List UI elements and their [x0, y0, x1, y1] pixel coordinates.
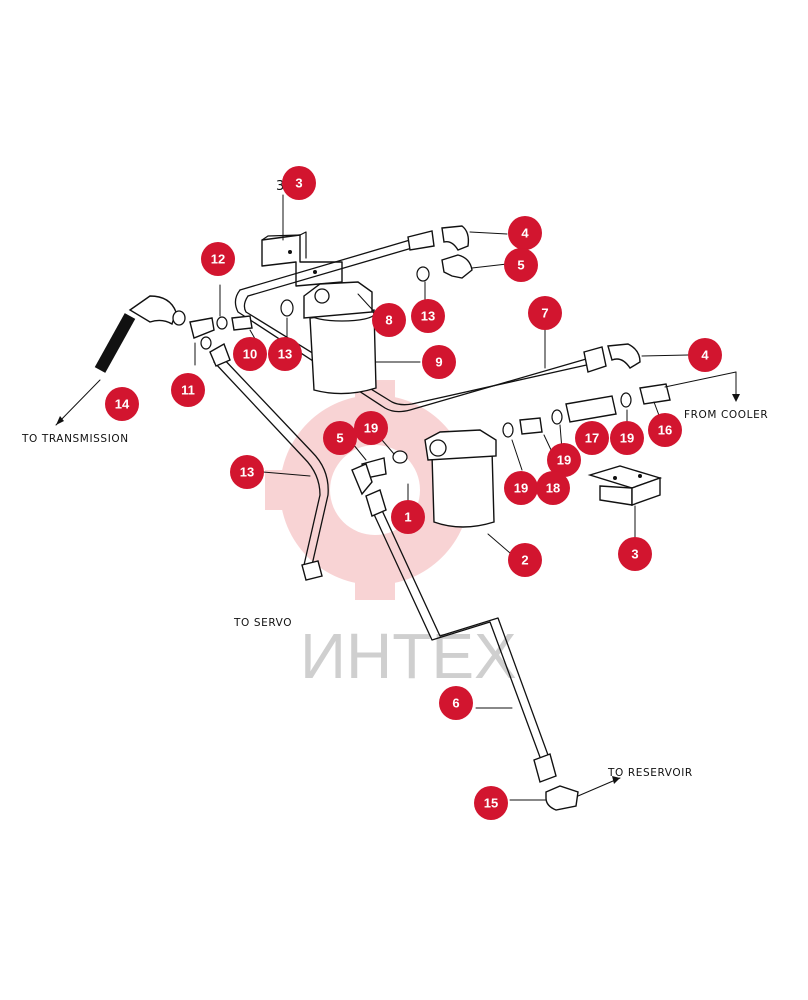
svg-text:13: 13 [278, 347, 292, 362]
fittings-left [216, 266, 430, 345]
callout-16: 16 [648, 413, 682, 447]
svg-text:9: 9 [435, 355, 442, 370]
svg-text:16: 16 [658, 423, 672, 438]
callout-19-d: 19 [504, 471, 538, 505]
callout-13-a: 13 [268, 337, 302, 371]
svg-text:13: 13 [240, 465, 254, 480]
label-to-transmission: TO TRANSMISSION [21, 433, 129, 445]
svg-text:19: 19 [364, 421, 378, 436]
callout-17: 17 [575, 421, 609, 455]
bracket-top [261, 194, 343, 287]
upper-tube-assembly [234, 225, 641, 413]
filter-lower [351, 429, 511, 554]
svg-text:11: 11 [181, 383, 195, 398]
callout-7: 7 [528, 296, 562, 330]
callout-8: 8 [372, 303, 406, 337]
svg-text:14: 14 [115, 397, 130, 412]
svg-text:7: 7 [541, 306, 548, 321]
callout-12: 12 [201, 242, 235, 276]
svg-text:17: 17 [585, 431, 599, 446]
callout-19-a: 19 [354, 411, 388, 445]
callout-3-right: 3 [618, 537, 652, 571]
callout-18: 18 [536, 471, 570, 505]
servo-tube [209, 342, 329, 581]
label-stray-three: 3 [276, 179, 285, 194]
filter-upper [303, 281, 421, 395]
callout-1: 1 [391, 500, 425, 534]
fittings-right [502, 371, 740, 471]
svg-text:5: 5 [517, 258, 524, 273]
svg-text:1: 1 [404, 510, 411, 525]
callout-5-top: 5 [504, 248, 538, 282]
label-to-reservoir: TO RESERVOIR [607, 767, 693, 779]
svg-text:15: 15 [484, 796, 498, 811]
svg-text:19: 19 [620, 431, 634, 446]
svg-text:18: 18 [546, 481, 560, 496]
callout-15: 15 [474, 786, 508, 820]
svg-text:19: 19 [557, 453, 571, 468]
hose-to-transmission [55, 295, 186, 426]
callout-2: 2 [508, 543, 542, 577]
label-to-servo: TO SERVO [233, 617, 292, 629]
svg-text:4: 4 [521, 226, 529, 241]
watermark-text: ИНТЕХ [300, 620, 517, 692]
callout-13-b: 13 [411, 299, 445, 333]
callout-3-top: 3 [282, 166, 316, 200]
svg-text:13: 13 [421, 309, 435, 324]
callout-5-lower: 5 [323, 421, 357, 455]
svg-text:8: 8 [385, 313, 392, 328]
label-from-cooler: FROM COOLER [684, 409, 768, 421]
svg-text:19: 19 [514, 481, 528, 496]
callout-14: 14 [105, 387, 139, 421]
callout-13-c: 13 [230, 455, 264, 489]
svg-text:6: 6 [452, 696, 459, 711]
tee-fitting-11 [189, 317, 215, 366]
callout-19-c: 19 [547, 443, 581, 477]
leader-lines [352, 231, 689, 461]
svg-text:3: 3 [295, 176, 302, 191]
callout-19-b: 19 [610, 421, 644, 455]
reservoir-tube [365, 489, 621, 811]
svg-text:10: 10 [243, 347, 257, 362]
callout-9: 9 [422, 345, 456, 379]
svg-text:3: 3 [631, 547, 638, 562]
svg-text:5: 5 [336, 431, 343, 446]
callout-4-right: 4 [688, 338, 722, 372]
svg-text:4: 4 [701, 348, 709, 363]
callout-6: 6 [439, 686, 473, 720]
callout-11: 11 [171, 373, 205, 407]
callout-4-top: 4 [508, 216, 542, 250]
svg-text:2: 2 [521, 553, 528, 568]
svg-text:12: 12 [211, 252, 225, 267]
bracket-right [587, 465, 663, 539]
callout-10: 10 [233, 337, 267, 371]
